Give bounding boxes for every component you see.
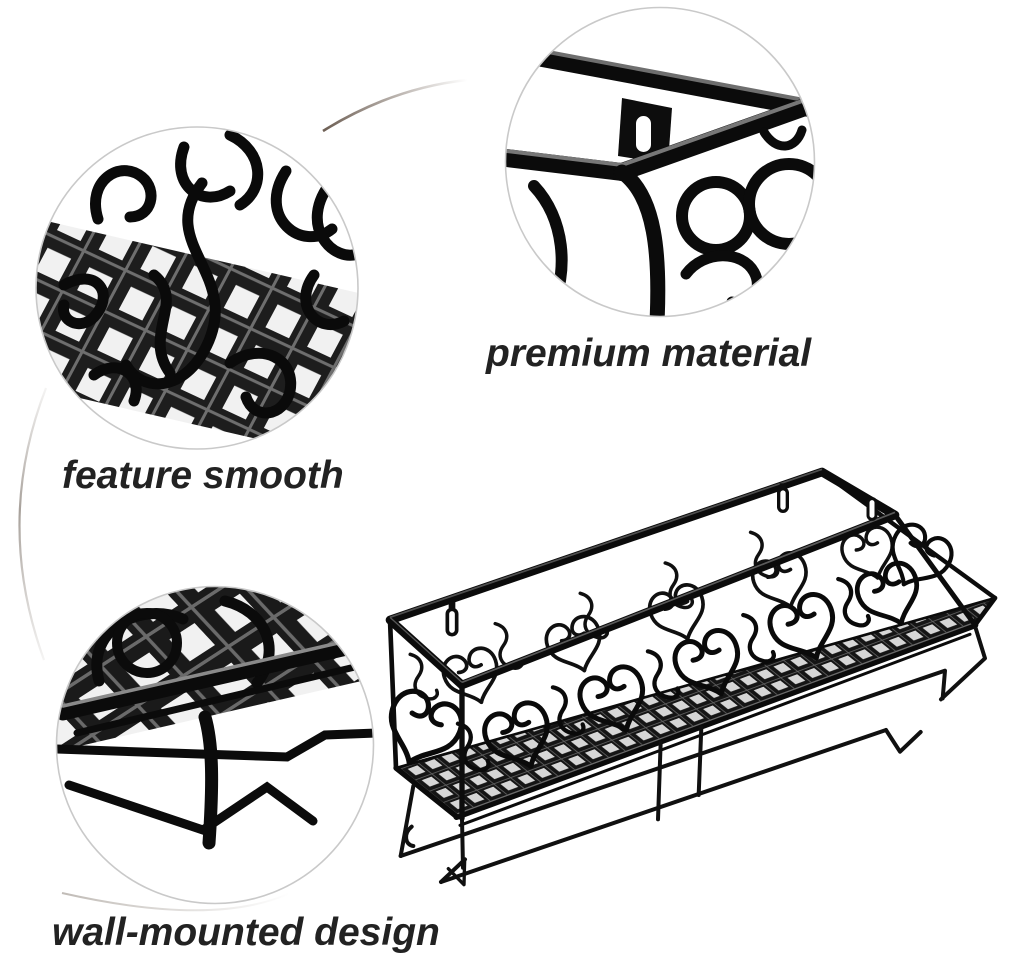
detail-circle-mesh-rail: [55, 585, 375, 905]
mesh-rail-underside-detail-icon: [55, 585, 375, 905]
product-image-wall-shelf: [380, 467, 998, 887]
keyhole-slots: [445, 483, 878, 637]
top-frame: [385, 467, 900, 690]
detail-circle-scrollwork: [34, 125, 360, 451]
callout-ring: [55, 585, 375, 905]
callout-ring: [35, 126, 359, 450]
mesh-floor: [395, 597, 996, 818]
under-rail-wires: [398, 624, 987, 887]
keyhole-right: [866, 497, 878, 521]
caption-wall-mounted-design: wall-mounted design: [52, 911, 440, 954]
caption-premium-material: premium material: [486, 332, 812, 375]
callout-ring: [504, 6, 816, 318]
keyhole-middle: [777, 483, 789, 513]
scrollwork-mesh-detail-icon: [35, 126, 359, 450]
caption-feature-smooth: feature smooth: [62, 454, 344, 497]
keyhole-left: [445, 601, 459, 637]
swoosh-bottom: [61, 892, 289, 912]
detail-circle-frame-corner: [504, 6, 816, 318]
swoosh-top: [322, 78, 468, 133]
frame-corner-keyhole-detail-icon: [504, 6, 816, 318]
swoosh-left: [18, 387, 48, 661]
